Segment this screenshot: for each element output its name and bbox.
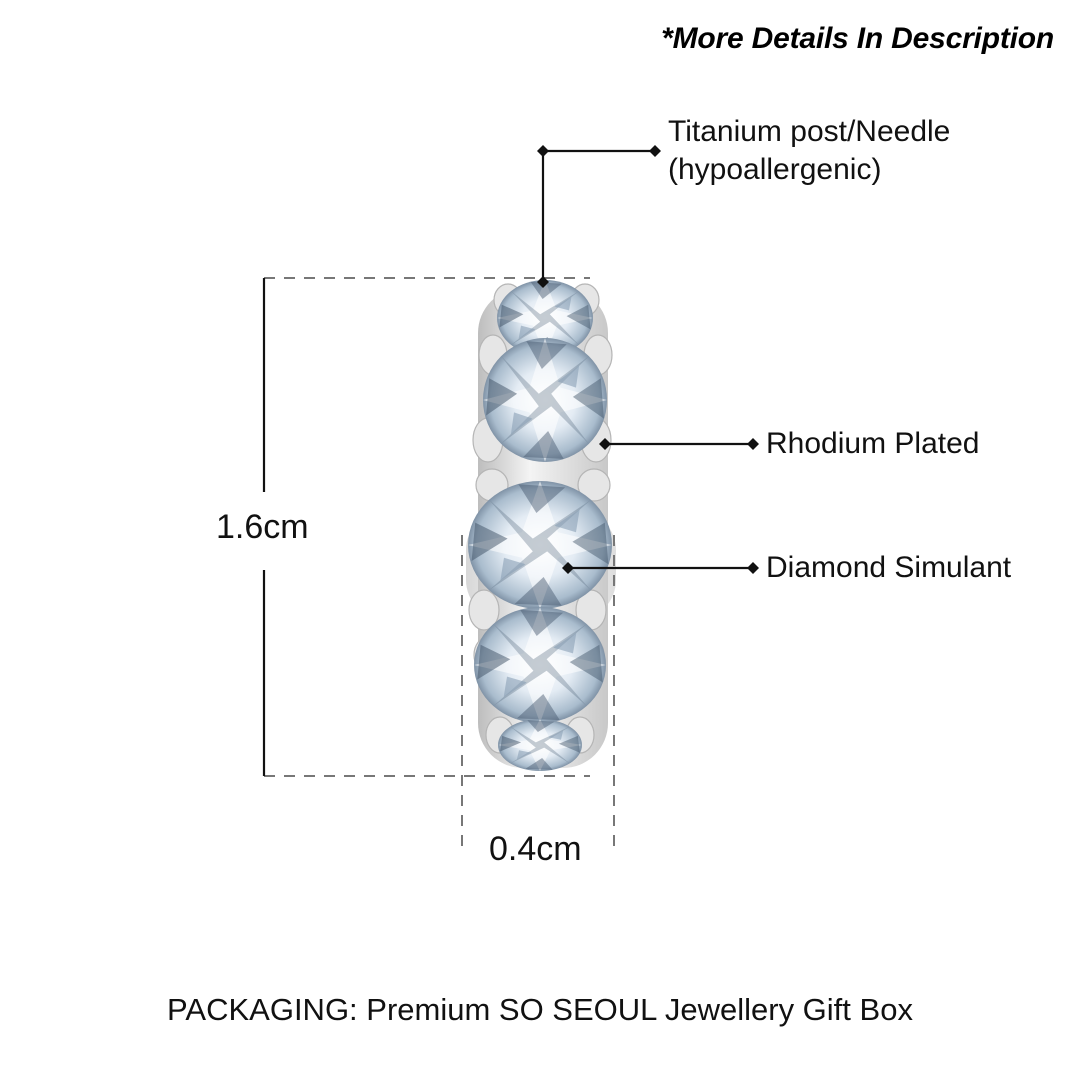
callout-titanium-post-line1: Titanium post/Needle [668,115,951,148]
callout-leaders [537,145,759,574]
callout-rhodium-plated: Rhodium Plated [766,427,980,460]
packaging-text: PACKAGING: Premium SO SEOUL Jewellery Gi… [167,992,913,1027]
callout-titanium-post: Titanium post/Needle (hypoallergenic) [668,113,950,189]
callout-diamond-simulant: Diamond Simulant [766,551,1012,584]
dimension-guides [264,277,615,855]
more-details-note: *More Details In Description [661,22,1054,55]
callout-titanium-post-line2: (hypoallergenic) [668,153,882,186]
diamond-simulant-stones [468,280,612,771]
width-dimension-label: 0.4cm [489,830,582,868]
height-dimension-label: 1.6cm [216,508,309,546]
